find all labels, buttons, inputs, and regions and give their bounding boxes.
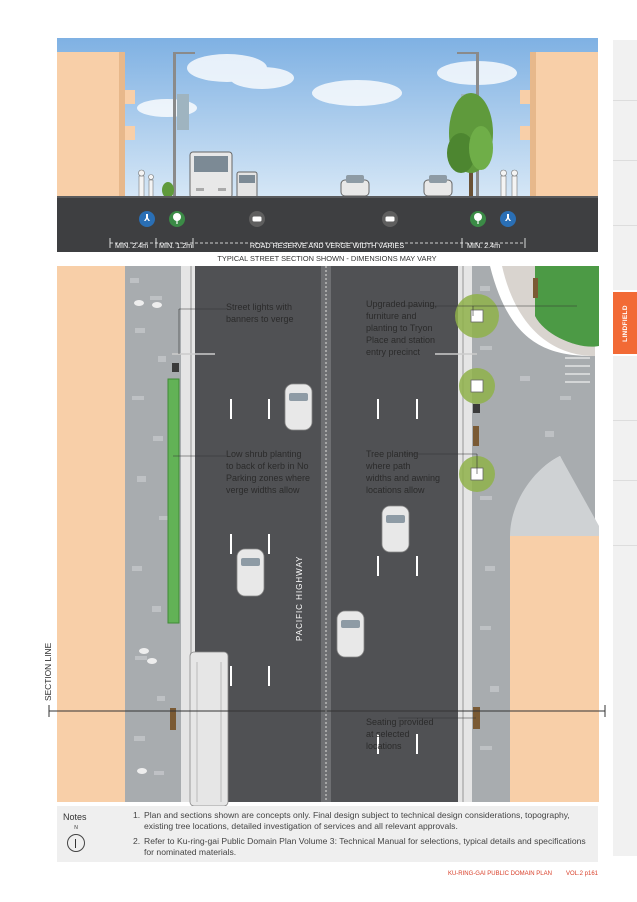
kerb-left-edge: [190, 266, 192, 802]
dimension-ticks: [109, 238, 526, 248]
annotation-tree-planting: Tree planting where path widths and awni…: [365, 449, 440, 495]
car-elev-right: [423, 175, 453, 197]
shrub-planting-strip: [167, 378, 180, 624]
bus-plan: [189, 651, 229, 806]
sky: [57, 38, 598, 198]
building-plan-right-lower: [510, 536, 599, 802]
lane-markings: [230, 399, 418, 754]
paving-texture-left: [130, 278, 170, 775]
annotation-line: entry precinct: [366, 347, 421, 357]
car-windows: [241, 393, 405, 628]
annotation-line: to back of kerb in No: [226, 461, 309, 471]
station-steps: [565, 357, 590, 383]
section-caption: TYPICAL STREET SECTION SHOWN - DIMENSION…: [217, 254, 436, 263]
street-section: MIN. 2.4m MIN. 1.2m ROAD RESERVE AND VER…: [57, 38, 598, 263]
side-tab-divider: [613, 160, 637, 161]
side-tab-divider: [613, 100, 637, 101]
street-plan: SECTION LINE PACIFIC HIGHWAY Street ligh…: [43, 266, 606, 806]
dimension-labels: MIN. 2.4m MIN. 1.2m ROAD RESERVE AND VER…: [115, 241, 500, 250]
annotation-line: where path: [365, 461, 411, 471]
north-arrow-needle: [75, 839, 76, 848]
building-plan-left: [57, 266, 125, 802]
car-plan-4: [336, 610, 365, 658]
leader-lines: [173, 305, 577, 719]
footer-title: KU-RING-GAI PUBLIC DOMAIN PLAN: [447, 871, 552, 877]
annotation-line: Tree planting: [366, 449, 418, 459]
street-name: PACIFIC HIGHWAY: [295, 555, 304, 641]
annotation-upgraded-paving: Upgraded paving, furniture and planting …: [366, 299, 437, 357]
dim-min-2-4-right: MIN. 2.4m: [467, 241, 500, 250]
street-light-left: [173, 52, 195, 198]
annotation-line: Upgraded paving,: [366, 299, 437, 309]
annotation-line: Low shrub planting: [226, 449, 302, 459]
plaza-garden: [535, 266, 599, 347]
building-right: [520, 52, 598, 196]
annotation-line: Seating provided: [366, 717, 434, 727]
car-plan-1: [284, 383, 313, 431]
annotation-line: verge widths allow: [226, 485, 300, 495]
notes-panel: Notes N 1. Plan and sections shown are c…: [57, 806, 598, 862]
dim-min-2-4-left: MIN. 2.4m: [115, 241, 148, 250]
kerb-line: [57, 196, 598, 198]
note-number: 2.: [133, 836, 141, 846]
car-plan-2: [236, 548, 265, 597]
footer-page: VOL.2 p161: [565, 871, 598, 877]
annotation-line: banners to verge: [226, 314, 294, 324]
side-tab-track-lower: [613, 356, 637, 856]
annotation-line: planting to Tryon: [366, 323, 433, 333]
kerb-right-edge: [462, 266, 464, 802]
paving-texture-right: [480, 286, 571, 750]
annotation-line: Parking zones where: [226, 473, 310, 483]
side-tab-label: LINDFIELD: [621, 304, 629, 342]
annotation-line: Place and station: [366, 335, 435, 345]
note-item: 2. Refer to Ku-ring-gai Public Domain Pl…: [133, 836, 593, 858]
north-label: N: [74, 825, 78, 831]
annotation-street-lights: Street lights with banners to verge: [226, 302, 294, 324]
notes-title: Notes: [63, 812, 87, 822]
side-tab-lindfield[interactable]: [613, 292, 637, 354]
annotation-line: Street lights with: [226, 302, 292, 312]
seating: [170, 278, 538, 730]
building-plan-right-mid: [510, 456, 599, 536]
tree-right: [447, 93, 493, 198]
car-plan-3: [381, 505, 410, 553]
kerb-right: [458, 266, 472, 802]
bus: [189, 151, 233, 199]
north-arrow-icon: [67, 834, 85, 852]
section-line-label: SECTION LINE: [43, 642, 53, 701]
dim-road-reserve: ROAD RESERVE AND VERGE WIDTH VARIES: [250, 241, 405, 250]
side-tab-divider: [613, 225, 637, 226]
note-item: 1. Plan and sections shown are concepts …: [133, 810, 593, 832]
side-tab-track: [613, 40, 637, 290]
side-tab-divider: [613, 545, 637, 546]
side-tab-divider: [613, 420, 637, 421]
annotation-line: locations allow: [366, 485, 425, 495]
annotation-line: at selected: [366, 729, 410, 739]
side-tab-divider: [613, 480, 637, 481]
note-text: Refer to Ku-ring-gai Public Domain Plan …: [144, 836, 586, 857]
bins: [172, 363, 480, 413]
dim-min-1-2: MIN. 1.2m: [159, 241, 192, 250]
note-number: 1.: [133, 810, 141, 820]
annotation-line: widths and awning: [365, 473, 440, 483]
annotation-line: locations: [366, 741, 402, 751]
van: [236, 171, 258, 199]
page-footer: KU-RING-GAI PUBLIC DOMAIN PLAN VOL.2 p161: [400, 871, 598, 877]
section-icons: [139, 211, 516, 227]
leaves-left: [134, 300, 162, 774]
note-text: Plan and sections shown are concepts onl…: [144, 810, 570, 831]
notes-list: 1. Plan and sections shown are concepts …: [133, 810, 593, 862]
building-left: [57, 52, 135, 196]
annotation-low-shrub: Low shrub planting to back of kerb in No…: [226, 449, 310, 495]
tree-left-small: [162, 182, 174, 198]
annotation-seating: Seating provided at selected locations: [366, 717, 434, 751]
car-elev-left: [340, 175, 370, 197]
annotation-line: furniture and: [366, 311, 417, 321]
